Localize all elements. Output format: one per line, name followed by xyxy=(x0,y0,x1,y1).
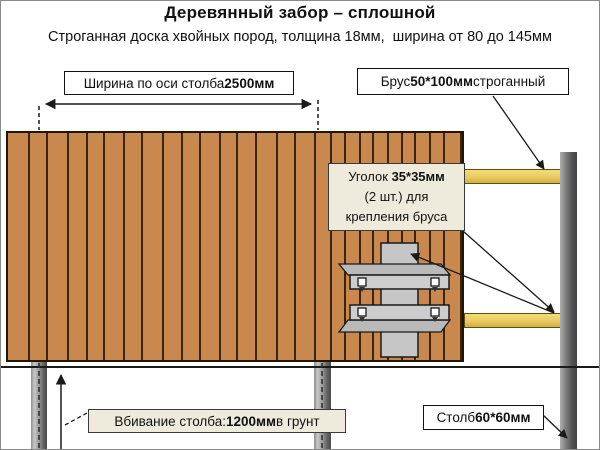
bracket-label-line3: крепления бруса xyxy=(345,209,448,224)
post-depth-label: Вбивание столба: 1200мм в грунт xyxy=(88,409,346,433)
bracket-post-bar xyxy=(380,242,419,358)
plank-divider xyxy=(141,133,143,360)
bracket-label: Уголок 35*35мм (2 шт.) для крепления бру… xyxy=(328,163,465,231)
diagram-title: Деревянный забор – сплошной xyxy=(164,3,436,22)
bracket-leader-line-left xyxy=(410,252,555,314)
bracket-bottom-plate xyxy=(349,304,450,321)
post-size-text: Столб xyxy=(436,410,476,425)
beam-leader-line xyxy=(492,95,545,170)
plank-divider xyxy=(236,133,238,360)
post-size-label: Столб 60*60мм xyxy=(423,405,544,430)
beam-size-value: 50*100мм xyxy=(410,74,474,89)
plank-divider xyxy=(162,133,164,360)
plank-divider xyxy=(123,133,125,360)
width-dimension-label: Ширина по оси столба 2500мм xyxy=(64,71,294,95)
bolt-icon xyxy=(357,277,367,287)
bracket-leader-line-right xyxy=(462,230,555,313)
bolt-notch xyxy=(432,317,438,322)
plank-divider xyxy=(330,133,332,360)
plank-divider xyxy=(103,133,105,360)
plank-divider xyxy=(276,133,278,360)
bracket-bottom-flap xyxy=(337,319,452,333)
bracket-top-flap xyxy=(337,263,452,276)
beam-label-text: Брус xyxy=(380,74,411,89)
plank-divider xyxy=(199,133,201,360)
post-depth-text: Вбивание столба: xyxy=(114,413,226,429)
plank-divider xyxy=(28,133,30,360)
plank-divider xyxy=(443,133,445,360)
post-right xyxy=(560,152,577,449)
bracket-top-plate xyxy=(349,274,450,290)
plank-divider xyxy=(359,133,361,360)
bolt-notch xyxy=(359,287,365,292)
plank-divider xyxy=(86,133,88,360)
bracket-label-line2: (2 шт.) для xyxy=(364,189,429,204)
width-dimension-value: 2500мм xyxy=(224,75,275,91)
plank-divider xyxy=(294,133,296,360)
plank-divider xyxy=(255,133,257,360)
plank-divider xyxy=(429,133,431,360)
bracket-label-line1: Уголок 35*35мм xyxy=(348,169,445,184)
bolt-icon xyxy=(430,307,440,317)
beam-label: Брус 50*100мм строганный xyxy=(357,68,569,95)
plank-divider xyxy=(46,133,48,360)
bolt-icon xyxy=(357,307,367,317)
width-dimension-text: Ширина по оси столба xyxy=(83,75,225,91)
bracket-size-value: 35*35мм xyxy=(391,169,445,184)
post-depth-leader-line xyxy=(64,412,88,426)
plank-divider xyxy=(181,133,183,360)
bolt-icon xyxy=(430,277,440,287)
plank-divider xyxy=(344,133,346,360)
diagram-subtitle: Строганная доска хвойных пород, толщина … xyxy=(48,29,552,45)
plank-divider xyxy=(219,133,221,360)
post-size-leader-line xyxy=(542,414,568,439)
bolt-notch xyxy=(359,317,365,322)
post-size-value: 60*60мм xyxy=(475,410,531,425)
post-depth-value: 1200мм xyxy=(226,413,277,429)
plank-divider xyxy=(460,133,462,360)
plank-divider xyxy=(314,133,316,360)
bolt-notch xyxy=(432,287,438,292)
plank-divider xyxy=(372,133,374,360)
plank-divider xyxy=(67,133,69,360)
